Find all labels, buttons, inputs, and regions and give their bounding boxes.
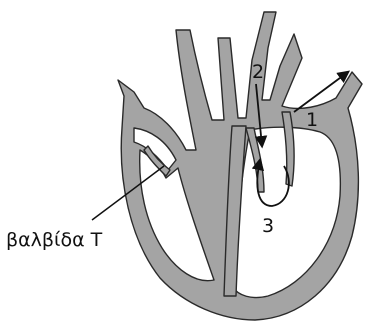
marker-2-label: 2 bbox=[252, 61, 264, 83]
marker-1-label: 1 bbox=[306, 109, 318, 131]
marker-3-label: 3 bbox=[262, 215, 274, 237]
valve-label: βαλβίδα Τ bbox=[6, 229, 103, 251]
